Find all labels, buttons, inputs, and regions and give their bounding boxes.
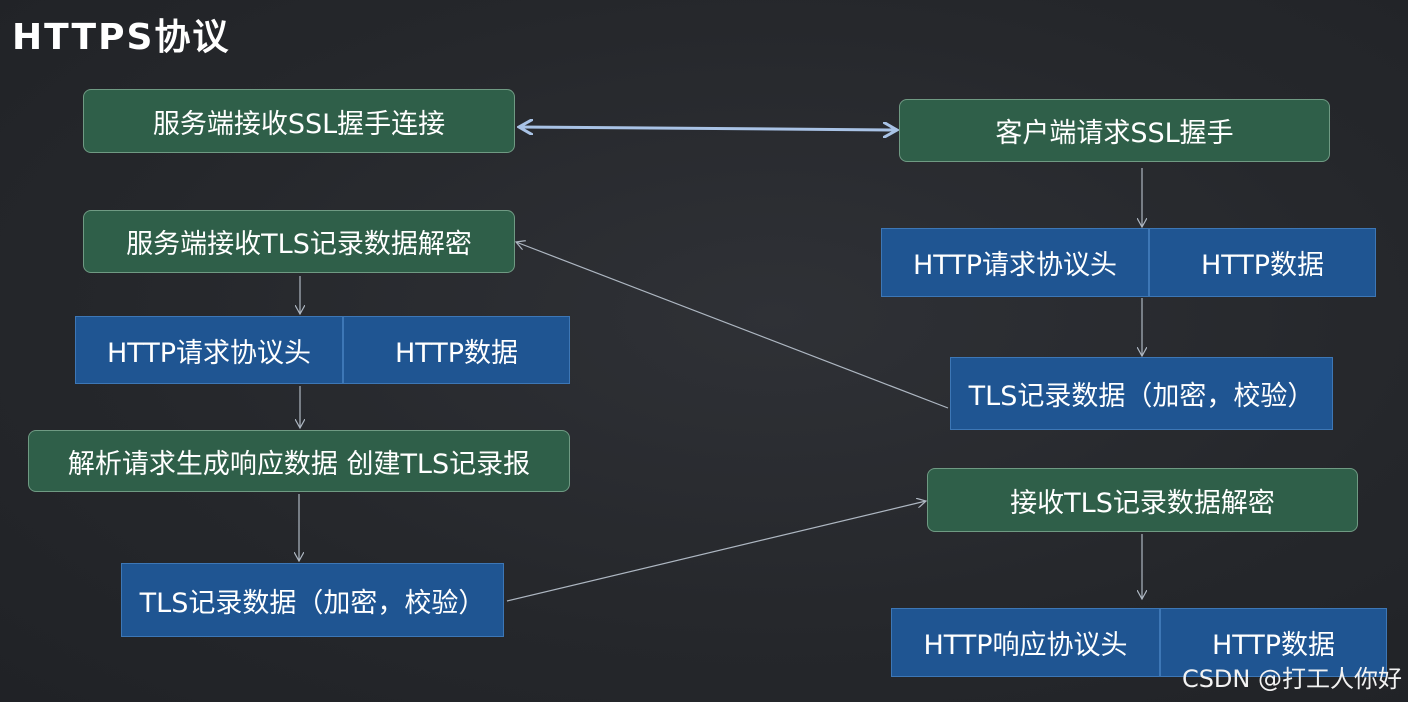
server-tls-record-box: TLS记录数据（加密，校验） [121, 563, 504, 637]
client-request-data-cell: HTTP数据 [1149, 228, 1376, 297]
arrow-server-tls-to-client-decrypt [506, 501, 926, 602]
server-ssl-box: 服务端接收SSL握手连接 [83, 89, 515, 153]
client-ssl-box: 客户端请求SSL握手 [899, 99, 1330, 162]
server-request-header-cell: HTTP请求协议头 [75, 316, 343, 384]
client-tls-record-box: TLS记录数据（加密，校验） [950, 357, 1333, 430]
response-header-cell: HTTP响应协议头 [891, 608, 1160, 677]
page-title: HTTPS协议 [12, 17, 231, 58]
ssl-handshake-double-arrow [519, 127, 897, 130]
csdn-watermark: CSDN @打工人你好 [1181, 665, 1402, 693]
server-parse-box: 解析请求生成响应数据 创建TLS记录报 [28, 430, 570, 492]
server-tls-decrypt-box: 服务端接收TLS记录数据解密 [83, 210, 515, 273]
client-request-header-cell: HTTP请求协议头 [881, 228, 1149, 297]
client-tls-decrypt-box: 接收TLS记录数据解密 [927, 468, 1358, 532]
response-data-cell: HTTP数据 [1160, 608, 1387, 677]
server-request-data-cell: HTTP数据 [343, 316, 570, 384]
